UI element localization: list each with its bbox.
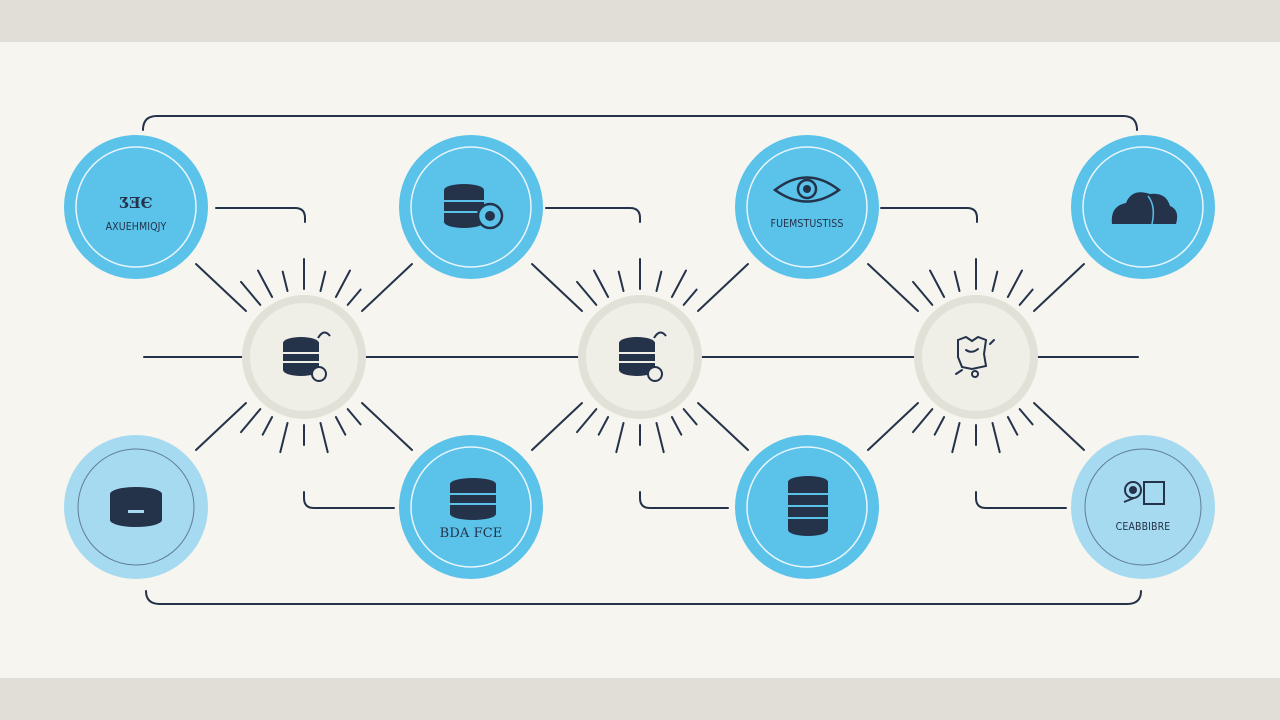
hub-3-ray: [912, 408, 934, 434]
database-sync-icon: [619, 331, 667, 382]
node-top-1-label: AXUEHMIQJY: [106, 221, 167, 233]
hub-2-ray: [597, 416, 610, 436]
database-stack-icon: [788, 476, 828, 536]
hub-3-ray: [1018, 288, 1034, 306]
connector-bottom-1: [303, 491, 395, 509]
hub-1-ray: [257, 269, 274, 298]
hub-2-ray: [682, 408, 698, 426]
node-bottom-4[interactable]: CEABBIBRE: [1071, 435, 1215, 579]
connector-bottom-3: [975, 491, 1067, 509]
bottom-bracket-line: [145, 590, 1142, 605]
top-band: [0, 0, 1280, 42]
node-top-1[interactable]: ƷƎЄ AXUEHMIQJY: [64, 135, 208, 279]
camera-device-icon: [1123, 481, 1165, 505]
hub-3-ray: [1018, 408, 1034, 426]
node-top-2[interactable]: [399, 135, 543, 279]
hub-3-ray: [953, 270, 961, 292]
node-bottom-2-label: BDA FCE: [440, 526, 503, 541]
node-bottom-1[interactable]: [64, 435, 208, 579]
hub-2-ray: [655, 422, 665, 454]
hub-1-ray: [319, 270, 327, 292]
hub-1-ray: [346, 288, 362, 306]
node-bottom-3[interactable]: [735, 435, 879, 579]
svg-text:ƷƎЄ: ƷƎЄ: [119, 194, 152, 212]
hub-2-ray: [576, 408, 598, 434]
hub-3-ray: [929, 269, 946, 298]
hub-3-ray: [912, 280, 934, 306]
hub-1-ray: [240, 408, 262, 434]
database-icon: [450, 478, 496, 520]
hub-1-ray: [319, 422, 329, 454]
network-text-icon: ƷƎЄ: [119, 194, 152, 212]
hub-2-ray: [615, 422, 625, 454]
hub-3-ray: [933, 416, 946, 436]
hub-1[interactable]: [242, 295, 366, 419]
hub-3-ray: [1006, 416, 1019, 436]
hub-3[interactable]: [914, 295, 1038, 419]
hub-2-ray: [670, 416, 683, 436]
connector-top-3: [880, 207, 978, 223]
hub-3-ray: [951, 422, 961, 454]
database-sync-icon: [283, 331, 331, 382]
hub-2[interactable]: [578, 295, 702, 419]
node-top-3[interactable]: FUEMSTUSTISS: [735, 135, 879, 279]
connector-top-1: [215, 207, 306, 223]
hub-2-ray: [682, 288, 698, 306]
eye-icon: [772, 176, 842, 203]
scroll-document-icon: [955, 335, 995, 378]
hub-2-ray: [670, 269, 687, 298]
hub-2-ray: [593, 269, 610, 298]
connector-top-2: [545, 207, 641, 223]
hub-1-ray: [334, 269, 351, 298]
node-bottom-4-label: CEABBIBRE: [1116, 521, 1171, 533]
hub-1-ray: [334, 416, 347, 436]
database-gear-icon: [444, 184, 504, 230]
hub-3-ray: [991, 270, 999, 292]
node-bottom-2[interactable]: BDA FCE: [399, 435, 543, 579]
node-top-4[interactable]: [1071, 135, 1215, 279]
hub-3-ray: [1006, 269, 1023, 298]
cloud-icon: [1111, 192, 1178, 225]
hub-3-ray: [991, 422, 1001, 454]
node-top-3-label: FUEMSTUSTISS: [771, 218, 844, 230]
hub-2-ray: [655, 270, 663, 292]
bottom-band: [0, 678, 1280, 720]
hub-1-ray: [240, 280, 262, 306]
hub-1-ray: [281, 270, 289, 292]
storage-disk-icon: [110, 487, 162, 527]
top-bracket-line: [142, 115, 1138, 131]
hub-1-ray: [346, 408, 362, 426]
connector-bottom-2: [639, 491, 729, 509]
hub-2-ray: [617, 270, 625, 292]
hub-1-ray: [279, 422, 289, 454]
hub-2-ray: [576, 280, 598, 306]
hub-1-ray: [261, 416, 274, 436]
